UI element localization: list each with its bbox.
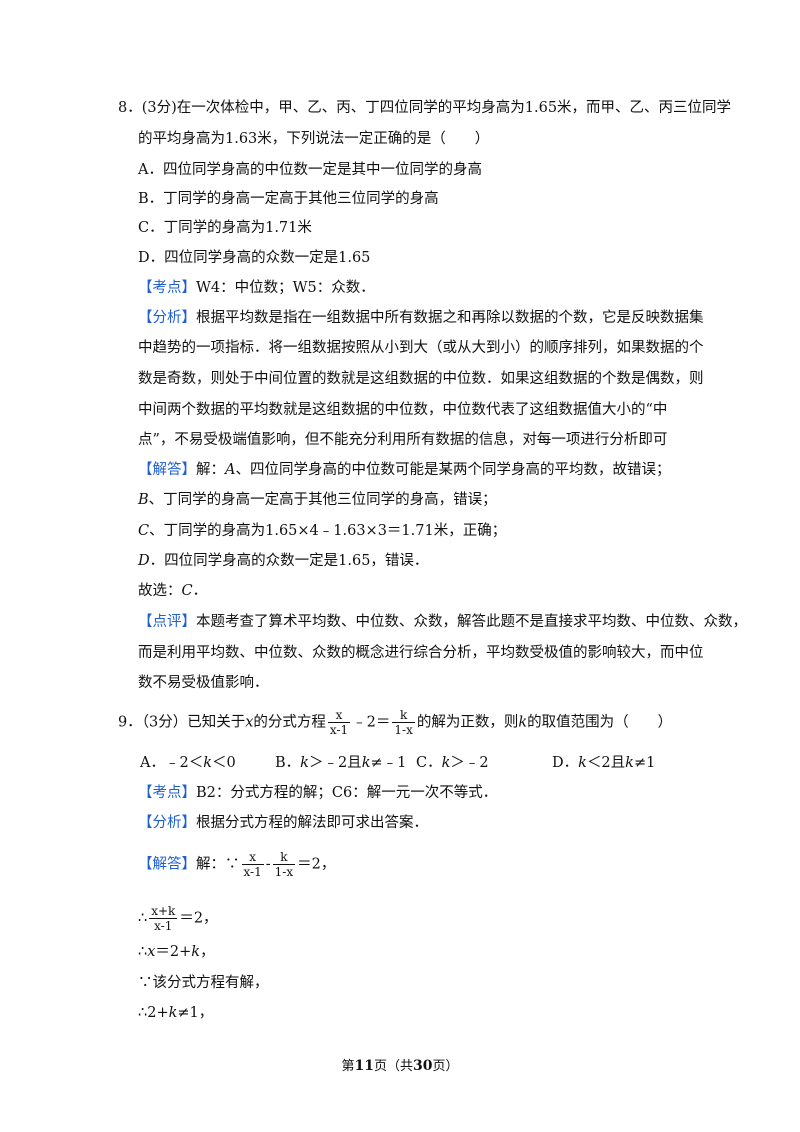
q8-kaodian: 【考点】W4：中位数；W5：众数． <box>138 278 375 298</box>
q9-option-a: A．﹣2＜k＜0 <box>140 755 236 771</box>
q9-fenxi: 【分析】根据分式方程的解法即可求出答案． <box>138 813 428 833</box>
q8-answer: 故选：C． <box>138 581 207 601</box>
kaodian-text: W4：中位数；W5：众数． <box>196 280 375 296</box>
stem-text: 的解为正数，则 <box>416 714 519 731</box>
q8-fenxi-line3: 数是奇数，则处于中间位置的数就是这组数据的中位数．如果这组数据的个数是偶数，则 <box>138 371 704 387</box>
var-k: k <box>518 714 528 731</box>
q8-jieda-line4: D．四位同学身高的众数一定是1.65，错误． <box>138 551 428 571</box>
q9-option-c: C．k＞﹣2 <box>416 755 489 771</box>
dianping-tag: 【点评】 <box>138 614 196 630</box>
q8-fenxi-line1: 【分析】根据平均数是指在一组数据中所有数据之和再除以数据的个数，它是反映数据集 <box>138 308 704 328</box>
q8-jieda-line2: B、丁同学的身高一定高于其他三位同学的身高，错误； <box>138 490 497 510</box>
q8-dianping-line1: 【点评】本题考查了算术平均数、中位数、众数，解答此题不是直接求平均数、中位数、众… <box>138 612 747 632</box>
q9-jieda-step4: ∵该分式方程有解， <box>138 975 269 991</box>
q8-dianping-line2: 而是利用平均数、中位数、众数的概念进行综合分析，平均数受极值的影响较大，而中位 <box>138 645 704 661</box>
jieda-prefix: 解： <box>196 462 225 478</box>
q8-fenxi-line2: 中趋势的一项指标．将一组数据按照从小到大（或从大到小）的顺序排列，如果数据的个 <box>138 340 704 356</box>
q9-option-d: D．k＜2且k≠1 <box>552 755 656 771</box>
q8-stem-line1: 8．(3分)在一次体检中，甲、乙、丙、丁四位同学的平均身高为1.65米，而甲、乙… <box>118 100 732 116</box>
q8-fenxi-line5: 点”，不易受极端值影响，但不能充分利用所有数据的信息，对每一项进行分析即可 <box>138 432 668 448</box>
fenxi-text: 根据分式方程的解法即可求出答案． <box>196 815 428 831</box>
q8-stem-line2: 的平均身高为1.63米，下列说法一定正确的是（ ） <box>138 131 490 147</box>
q8-option-a: A．四位同学身高的中位数一定是其中一位同学的身高 <box>138 162 482 178</box>
jieda-text: 、丁同学的身高一定高于其他三位同学的身高，错误； <box>148 492 497 508</box>
total-page-number: 30 <box>413 1058 433 1074</box>
jieda-text: 、四位同学身高的中位数可能是某两个同学身高的平均数，故错误； <box>235 462 671 478</box>
answer-value: C <box>181 583 193 599</box>
jieda-tag: 【解答】 <box>138 856 196 873</box>
kaodian-tag: 【考点】 <box>138 280 196 296</box>
q9-option-b: B．k＞﹣2且k≠﹣1 <box>275 755 407 771</box>
q9-jieda-step3: ∴x＝2+k， <box>138 944 215 960</box>
answer-prefix: 故选： <box>138 583 182 599</box>
var-c: C <box>138 523 150 539</box>
jieda-text: ．四位同学身高的众数一定是1.65，错误． <box>149 553 429 569</box>
q8-dianping-line3: 数不易受极值影响． <box>138 675 269 691</box>
q8-option-b: B．丁同学的身高一定高于其他三位同学的身高 <box>138 191 439 207</box>
page-footer: 第11页（共30页） <box>341 1058 459 1074</box>
q8-fenxi-line4: 中间两个数据的平均数就是这组数据的中位数，中位数代表了这组数据值大小的“中 <box>138 402 668 418</box>
stem-text: ﹣2＝ <box>352 714 391 731</box>
var-x: x <box>245 714 254 731</box>
q9-kaodian: 【考点】B2：分式方程的解；C6：解一元一次不等式． <box>138 783 497 803</box>
dianping-text: 本题考查了算术平均数、中位数、众数，解答此题不是直接求平均数、中位数、众数， <box>196 614 747 630</box>
var-b: B <box>138 492 149 508</box>
q8-option-c: C．丁同学的身高为1.71米 <box>138 220 312 236</box>
var-d: D <box>138 553 150 569</box>
stem-text: 9．（3分）已知关于 <box>118 714 246 731</box>
q8-jieda-line1: 【解答】解：A、四位同学身高的中位数可能是某两个同学身高的平均数，故错误； <box>138 460 670 480</box>
kaodian-tag: 【考点】 <box>138 785 196 801</box>
q8-option-d: D．四位同学身高的众数一定是1.65 <box>138 250 371 266</box>
fenxi-tag: 【分析】 <box>138 310 196 326</box>
current-page-number: 11 <box>354 1058 374 1074</box>
jieda-text: 、丁同学的身高为1.65×4﹣1.63×3＝1.71米，正确； <box>149 523 507 539</box>
q8-jieda-line3: C、丁同学的身高为1.65×4﹣1.63×3＝1.71米，正确； <box>138 521 506 541</box>
stem-text: 的分式方程 <box>253 714 326 731</box>
q9-jieda-step5: ∴2+k≠1， <box>138 1005 214 1021</box>
fenxi-tag: 【分析】 <box>138 815 196 831</box>
answer-suffix: ． <box>192 583 208 599</box>
var-a: A <box>225 462 236 478</box>
stem-text: 的取值范围为（ ） <box>527 714 673 731</box>
fenxi-text: 根据平均数是指在一组数据中所有数据之和再除以数据的个数，它是反映数据集 <box>196 310 704 326</box>
jieda-tag: 【解答】 <box>138 462 196 478</box>
kaodian-text: B2：分式方程的解；C6：解一元一次不等式． <box>196 785 498 801</box>
